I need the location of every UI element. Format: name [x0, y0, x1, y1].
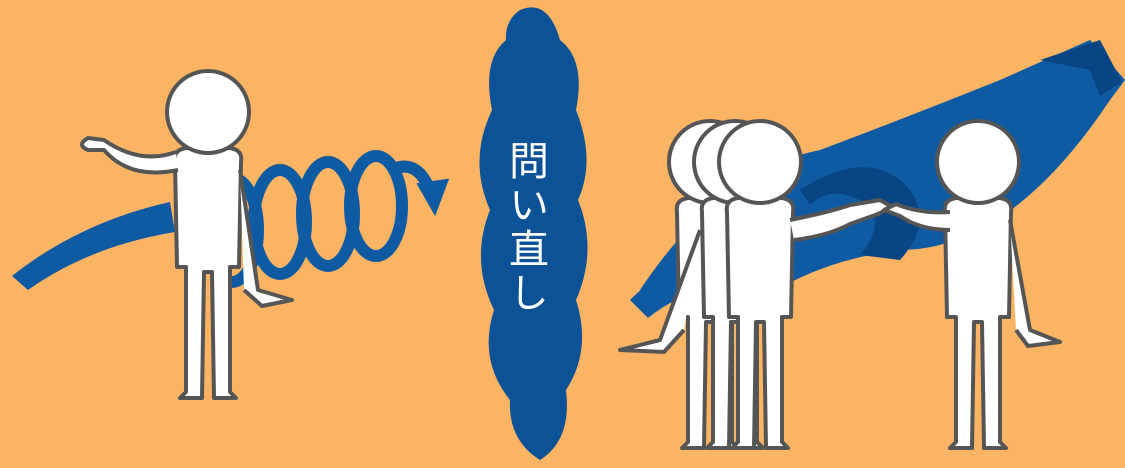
right-person-partner: [882, 119, 1062, 450]
right-person-main: [618, 119, 894, 450]
left-person: [80, 69, 294, 400]
center-label: 問い直し: [502, 140, 548, 316]
center-cloud: [479, 7, 588, 460]
left-ribbon-tail: [12, 202, 175, 290]
